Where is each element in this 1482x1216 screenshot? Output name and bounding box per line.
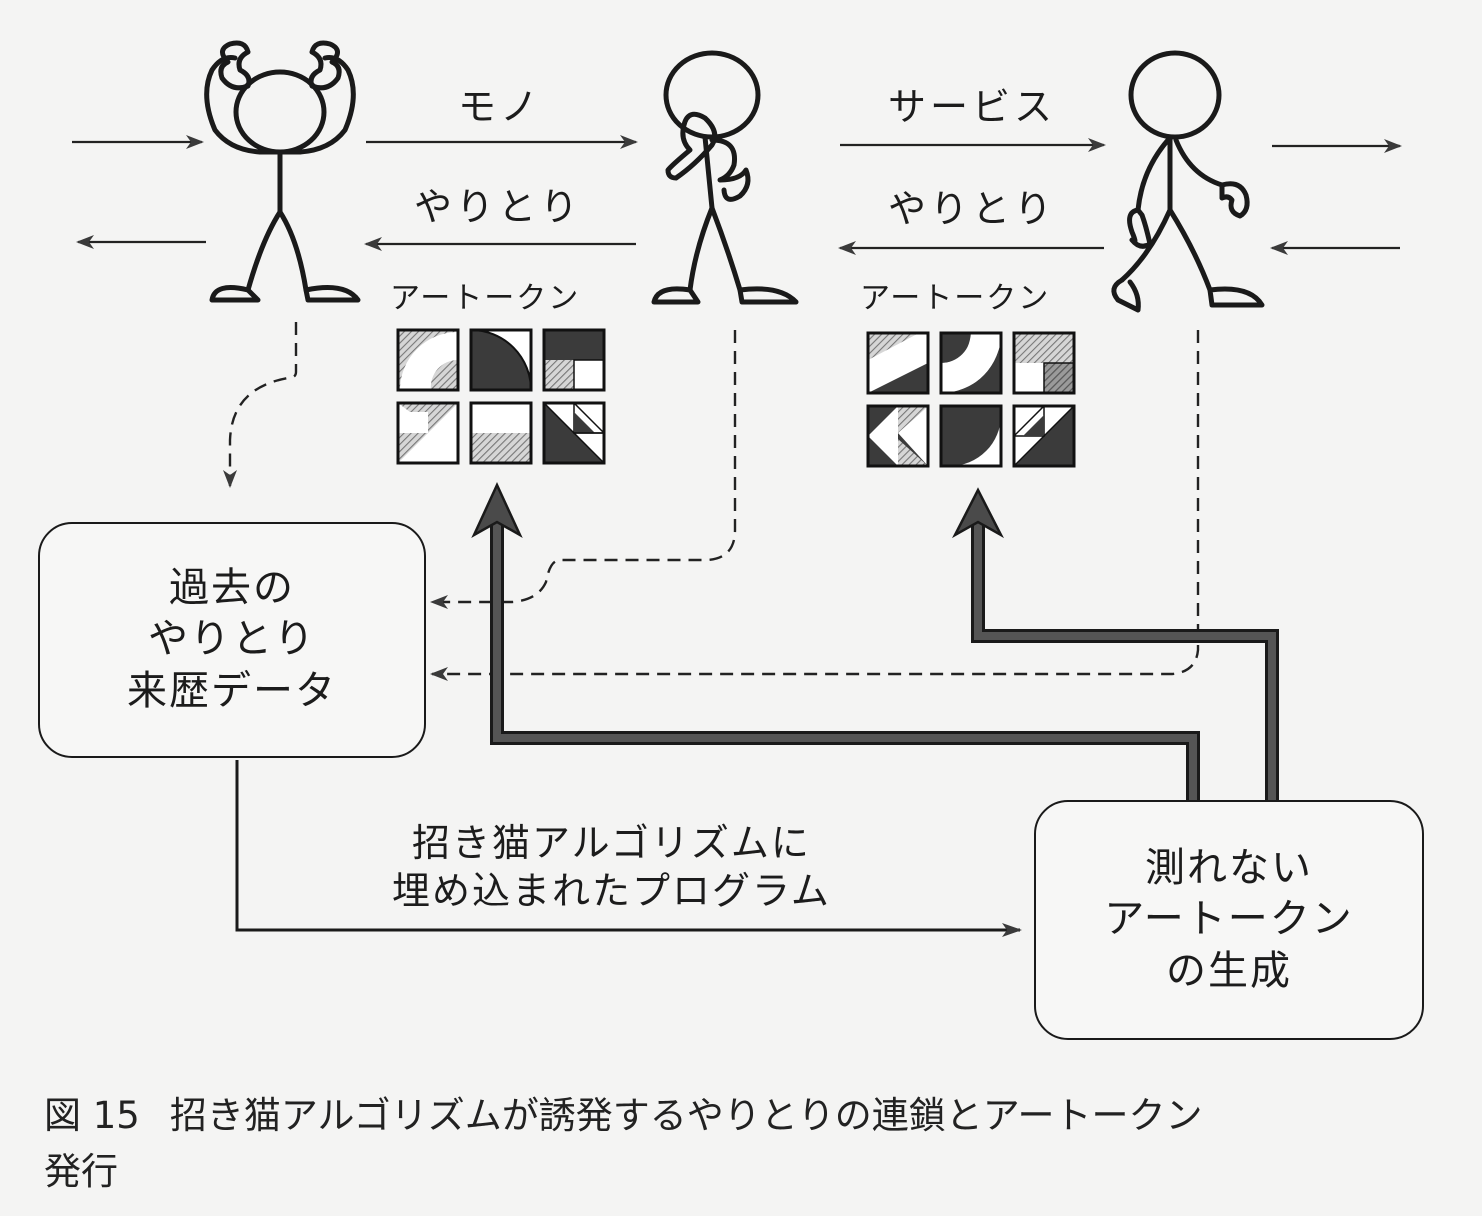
issue-arrow-1-fill [493,505,1197,800]
program-label: 招き猫アルゴリズムに 埋め込まれたプログラム [392,820,831,915]
arrowhead-up-1-icon [471,482,523,538]
token-tile-chevron-left-icon [866,404,930,468]
token-issue-arrows [471,482,1279,800]
figure-caption: 図 15 招き猫アルゴリズムが誘発するやりとりの連鎖とアートークン 発行 [44,1088,1464,1200]
generation-line-1: 測れない [1145,845,1313,892]
issue-arrow-2-fill [974,505,1276,800]
program-label-line-2: 埋め込まれたプログラム [392,868,831,913]
person-thinking-icon [651,50,799,305]
token-tile-triangle-nested-dark-icon [542,401,606,465]
program-arrow [235,760,1022,937]
history-line-1: 過去の [169,565,295,612]
dashed-arrow-person1-to-history [223,322,298,488]
exchange-label-2: やりとり [888,187,1057,231]
data-flow-arrows [223,322,1200,681]
history-data-box: 過去の やりとり 来歴データ [38,522,426,758]
token-tile-triangle-nested-dark-mirror-icon [1012,404,1076,468]
generation-line-3: の生成 [1166,947,1292,994]
token-tile-l-split-icon [1012,331,1076,395]
token-tile-quarter-circle-dark-inverted-icon [939,404,1003,468]
history-line-2: やりとり [148,616,316,663]
token-label-1: アートークン [390,281,581,316]
token-generation-box: 測れない アートークン の生成 [1034,800,1424,1040]
dashed-arrow-person3-to-history [430,330,1200,681]
dashed-arrow-person2-to-history [430,330,737,609]
token-tile-l-split-icon [542,328,606,392]
caption-text-line-2: 発行 [44,1150,118,1193]
token-tile-quarter-circle-dark-icon [469,328,533,392]
issue-arrow-1-outline [490,505,1200,800]
token-label-2: アートークン [860,281,1051,316]
program-label-line-1: 招き猫アルゴリズムに [412,821,811,865]
generation-line-2: アートークン [1104,896,1354,943]
caption-text: 招き猫アルゴリズムが誘発するやりとりの連鎖とアートークン [169,1094,1203,1137]
token-tile-ring-band-dark-icon [939,331,1003,395]
token-tile-bottom-band-hatch-icon [469,401,533,465]
token-grid-2 [866,331,1076,468]
token-grid-1 [396,328,606,465]
person-walking-icon [1111,50,1265,313]
service-label: サービス [888,85,1057,129]
figure-number: 図 15 [44,1094,140,1137]
flow-arrows [72,135,1402,255]
token-tile-triangle-steps-hatch-icon [396,401,460,465]
token-tile-quarter-ring-icon [396,328,460,392]
history-line-3: 来歴データ [127,667,337,714]
issue-arrow-2-outline [971,505,1279,800]
goods-label: モノ [458,85,543,129]
person-hands-on-head-icon [204,40,361,303]
arrowhead-up-2-icon [951,487,1005,539]
exchange-label-1: やりとり [414,185,583,229]
token-tile-diagonal-band-icon [866,331,930,395]
